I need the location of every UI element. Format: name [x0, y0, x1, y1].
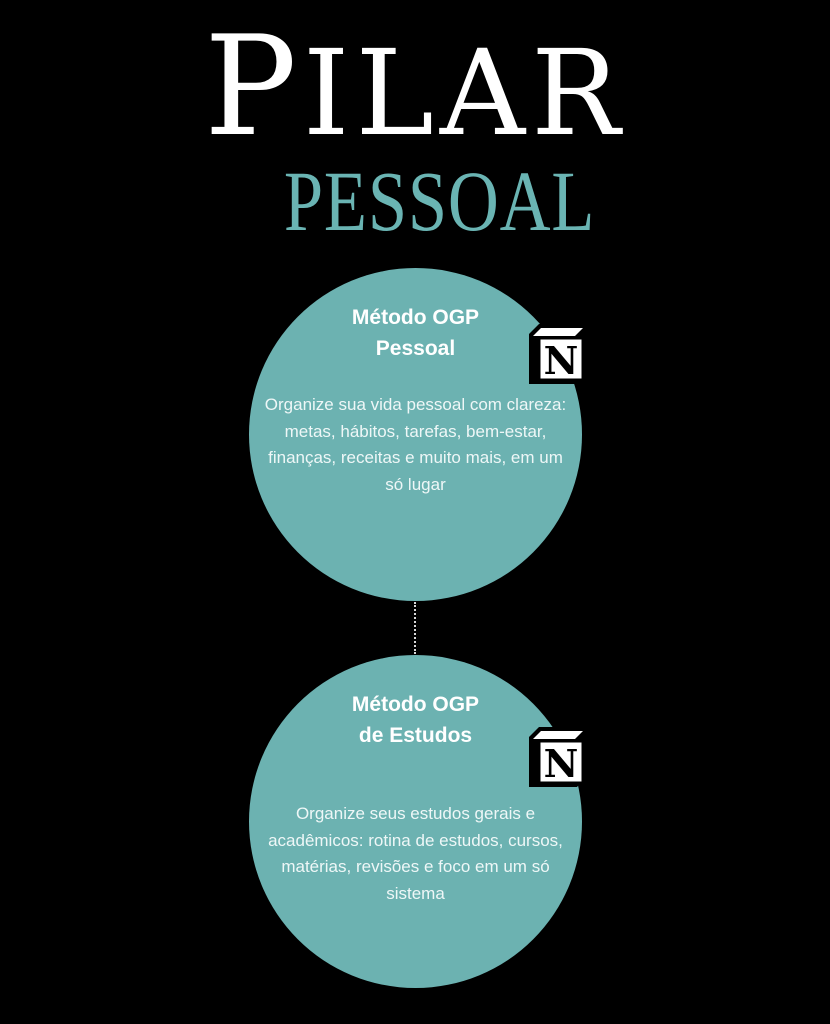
notion-icon: N — [529, 727, 587, 787]
page-subtitle: PESSOAL — [283, 153, 596, 249]
card-metodo-pessoal: Método OGP Pessoal Organize sua vida pes… — [249, 268, 582, 601]
card-metodo-estudos: Método OGP de Estudos Organize seus estu… — [249, 655, 582, 988]
card-heading-line1: Método OGP — [351, 693, 480, 716]
card-heading-line2: Pessoal — [375, 337, 456, 360]
card-description: Organize seus estudos gerais e acadêmico… — [268, 804, 563, 903]
title-initial: P — [204, 6, 303, 167]
dotted-connector — [414, 602, 416, 654]
page-title: PILAR — [0, 18, 830, 156]
card-description: Organize sua vida pessoal com clareza: m… — [264, 395, 567, 494]
card-heading-line2: de Estudos — [358, 724, 473, 747]
notion-icon: N — [529, 324, 587, 384]
svg-text:N: N — [544, 741, 579, 786]
card-heading-line1: Método OGP — [351, 306, 480, 329]
card-heading: Método OGP de Estudos — [289, 689, 542, 751]
svg-text:N: N — [544, 338, 579, 383]
title-rest: ILAR — [302, 24, 626, 162]
card-heading: Método OGP Pessoal — [289, 302, 542, 364]
